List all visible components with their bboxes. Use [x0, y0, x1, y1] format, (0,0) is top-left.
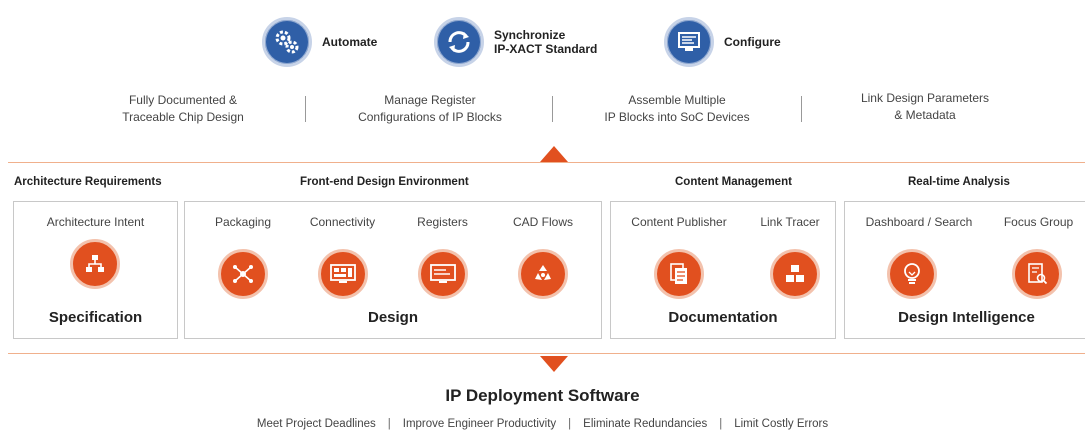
benefit-item: Eliminate Redundancies	[583, 418, 708, 430]
feature-4: Link Design Parameters & Metadata	[860, 91, 990, 122]
divider-line-top	[8, 162, 1085, 163]
feature-2: Manage Register Configurations of IP Blo…	[358, 93, 502, 124]
capability-synchronize: Synchronize IP-XACT Standard	[434, 17, 597, 67]
benefit-item: Improve Engineer Productivity	[402, 418, 557, 430]
feature-3: Assemble Multiple IP Blocks into SoC Dev…	[604, 93, 750, 124]
feature-divider	[552, 96, 553, 122]
footer-title: IP Deployment Software	[445, 386, 640, 405]
specification-title: Specification	[48, 309, 143, 326]
capability-automate: Automate	[262, 17, 377, 67]
benefit-separator: |	[719, 418, 723, 430]
benefit-separator: |	[568, 418, 572, 430]
benefits-row: Meet Project Deadlines | Improve Engineer …	[0, 418, 1085, 430]
gears-icon	[262, 17, 312, 67]
item-registers: Registers	[417, 215, 468, 229]
capability-label-line2: IP-XACT Standard	[494, 42, 598, 56]
item-focus-group: Focus Group	[1003, 215, 1074, 229]
feature-1: Fully Documented & Traceable Chip Design	[122, 93, 244, 124]
recycle-icon	[518, 249, 568, 299]
network-icon	[218, 249, 268, 299]
item-architecture-intent: Architecture Intent	[46, 215, 145, 229]
category-content: Content Management	[675, 176, 792, 188]
documents-icon	[654, 249, 704, 299]
down-arrow	[540, 356, 568, 372]
report-icon	[1012, 249, 1062, 299]
capability-label: Configure	[724, 35, 781, 49]
feature-divider	[305, 96, 306, 122]
item-link-tracer: Link Tracer	[760, 215, 820, 229]
benefit-item: Meet Project Deadlines	[256, 418, 376, 430]
item-content-publisher: Content Publisher	[631, 215, 727, 229]
feature-divider	[801, 96, 802, 122]
screen-icon	[418, 249, 468, 299]
divider-line-bottom	[8, 353, 1085, 354]
up-arrow	[540, 146, 568, 162]
cubes-icon	[770, 249, 820, 299]
category-architecture: Architecture Requirements	[14, 176, 162, 188]
benefit-separator: |	[387, 418, 391, 430]
category-frontend: Front-end Design Environment	[300, 176, 469, 188]
capability-label-line1: Synchronize	[494, 28, 566, 42]
hierarchy-icon	[70, 239, 120, 289]
item-packaging: Packaging	[214, 215, 272, 229]
item-connectivity: Connectivity	[309, 215, 376, 229]
board-icon	[318, 249, 368, 299]
category-analysis: Real-time Analysis	[908, 176, 1010, 188]
design-title: Design	[367, 309, 418, 326]
item-cad-flows: CAD Flows	[512, 215, 573, 229]
lightbulb-icon	[887, 249, 937, 299]
intelligence-title: Design Intelligence	[898, 309, 1035, 326]
capability-label: Automate	[322, 35, 378, 49]
benefit-item: Limit Costly Errors	[734, 418, 829, 430]
capability-configure: Configure	[664, 17, 781, 67]
sync-icon	[434, 17, 484, 67]
monitor-config-icon	[664, 17, 714, 67]
documentation-title: Documentation	[668, 309, 778, 326]
item-dashboard-search: Dashboard / Search	[865, 215, 973, 229]
